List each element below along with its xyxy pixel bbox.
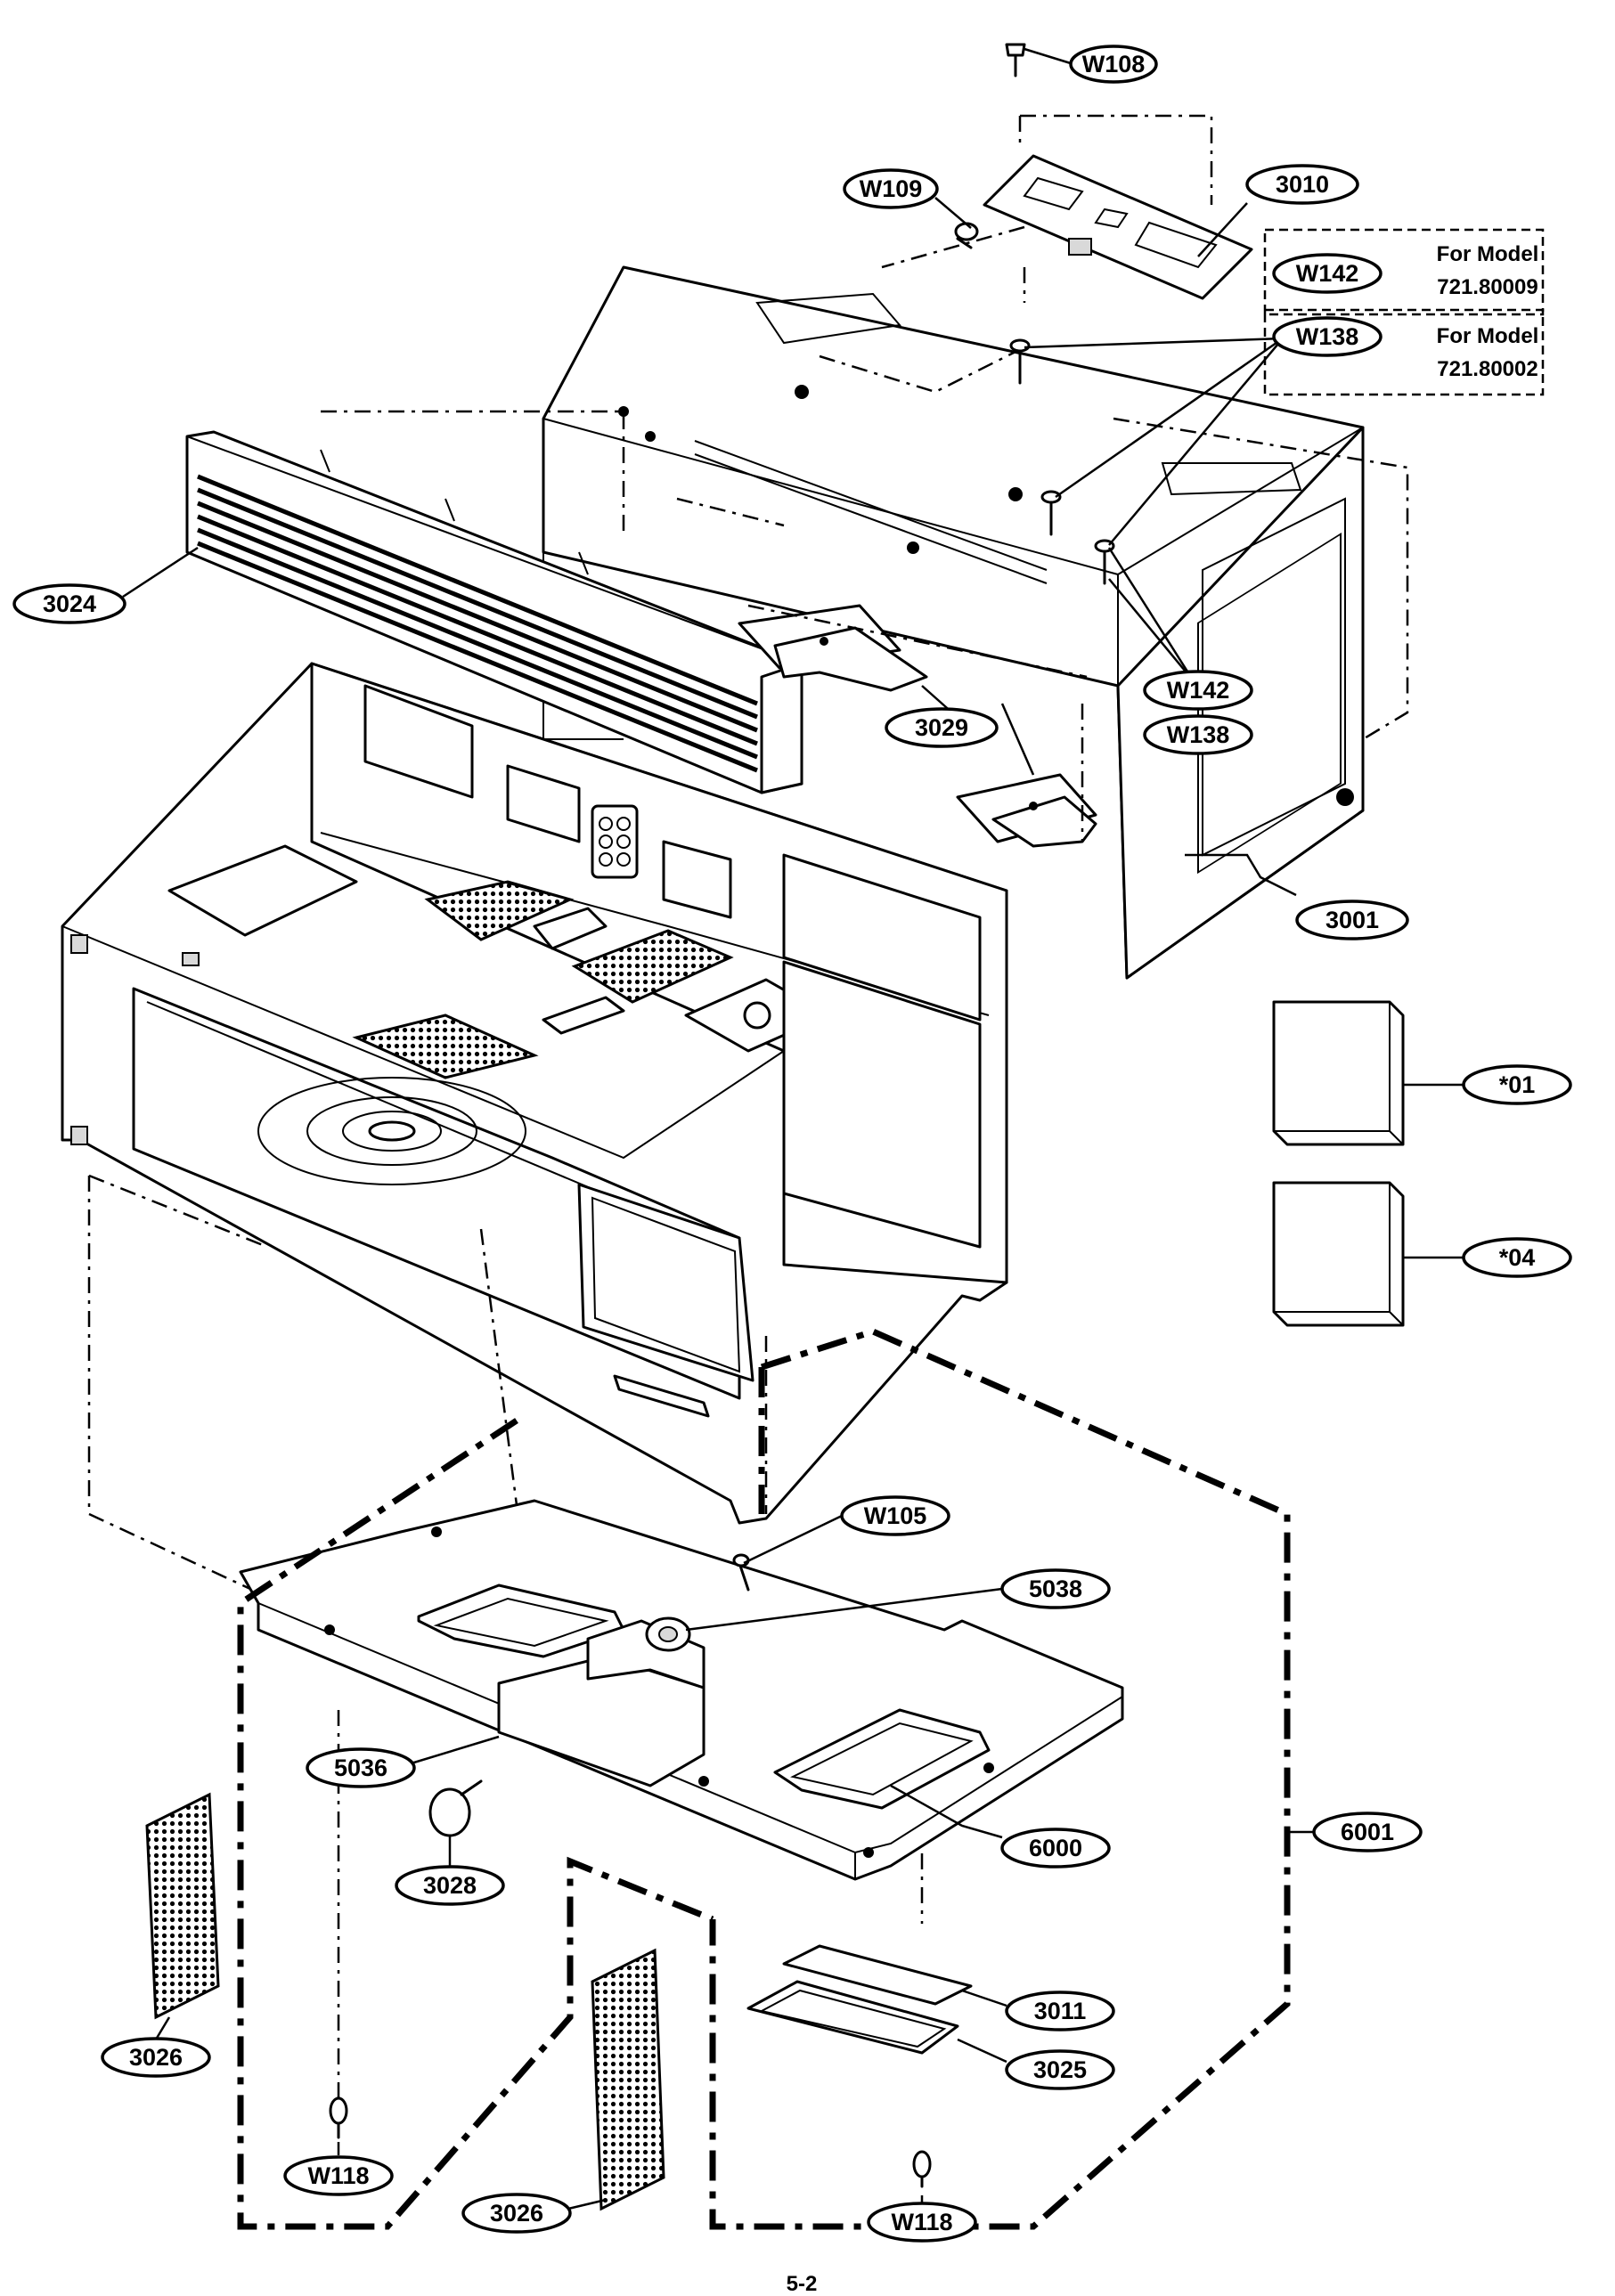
note1-line1: For Model (1437, 242, 1539, 266)
carton-04 (1272, 1181, 1405, 1327)
svg-text:3028: 3028 (423, 1872, 477, 1899)
screw-w118-left (329, 2096, 348, 2139)
svg-text:W142: W142 (1296, 260, 1359, 287)
lamp-lens-3011 (782, 1944, 973, 2006)
bracket-3029-b (956, 773, 1097, 848)
vent-grille-3024 (185, 430, 803, 794)
callout-3024: 3024 (12, 583, 126, 624)
callout-6001: 6001 (1312, 1812, 1423, 1852)
svg-text:W118: W118 (891, 2209, 952, 2235)
callout-3025: 3025 (1005, 2049, 1115, 2090)
callout-w108: W108 (1069, 45, 1158, 84)
svg-text:W138: W138 (1167, 721, 1230, 748)
callout-labels: W108 W109 3010 W142 W138 3024 W142 W138 … (12, 45, 1572, 2243)
svg-text:3011: 3011 (1034, 1998, 1087, 2024)
svg-text:5038: 5038 (1029, 1575, 1082, 1602)
cavity-chassis (61, 662, 1008, 1525)
svg-text:*01: *01 (1499, 1071, 1536, 1098)
screw-w138-a (1009, 338, 1031, 385)
screw-w138-b (1040, 490, 1062, 536)
screw-w108 (1005, 43, 1026, 77)
callout-6000: 6000 (1000, 1828, 1111, 1869)
callout-5038: 5038 (1000, 1568, 1111, 1609)
svg-text:3024: 3024 (43, 590, 96, 617)
callout-w109: W109 (843, 168, 939, 209)
svg-text:3026: 3026 (490, 2200, 543, 2227)
svg-text:3001: 3001 (1325, 907, 1379, 933)
svg-text:5036: 5036 (334, 1755, 387, 1781)
grease-filter-3026-left (145, 1792, 220, 2020)
note2-line2: 721.80002 (1437, 357, 1538, 381)
callout-04: *04 (1462, 1237, 1572, 1278)
thermostat-5038 (645, 1616, 691, 1652)
callout-3011: 3011 (1005, 1991, 1115, 2031)
callout-w138-top: W138 (1272, 316, 1383, 357)
callout-3010: 3010 (1245, 164, 1359, 205)
svg-text:W109: W109 (860, 175, 923, 202)
callout-w142-top: W142 (1272, 253, 1383, 294)
grease-filter-3026-bottom (591, 1948, 665, 2211)
svg-text:W108: W108 (1082, 51, 1146, 77)
callout-w118-left: W118 (283, 2155, 394, 2196)
svg-text:W105: W105 (864, 1502, 927, 1529)
svg-text:3025: 3025 (1033, 2056, 1087, 2083)
svg-text:3029: 3029 (915, 714, 968, 741)
lamp-cover-3025 (746, 1980, 959, 2055)
svg-text:3010: 3010 (1276, 171, 1329, 198)
lamp-3028 (428, 1779, 483, 1837)
screw-w118-bottom (912, 2150, 932, 2188)
svg-text:W142: W142 (1167, 677, 1230, 704)
screw-w109 (954, 222, 979, 249)
callout-w138-mid: W138 (1143, 714, 1253, 755)
svg-text:6000: 6000 (1029, 1835, 1082, 1861)
page-number: 5-2 (787, 2272, 818, 2296)
callout-w118-bottom: W118 (867, 2202, 977, 2243)
hardware-parts (329, 43, 1115, 2188)
callout-3001: 3001 (1295, 900, 1409, 940)
mounting-plate-3010 (983, 154, 1253, 300)
assembly-outline-6001 (237, 1328, 1291, 2230)
callout-01: *01 (1462, 1064, 1572, 1105)
note2-line1: For Model (1437, 324, 1539, 348)
callout-3026-bottom: 3026 (461, 2193, 572, 2234)
callout-w105: W105 (840, 1495, 950, 1536)
svg-text:W138: W138 (1296, 323, 1359, 350)
callout-3028: 3028 (395, 1865, 505, 1906)
svg-text:W118: W118 (307, 2162, 369, 2189)
bottom-plate-6000 (239, 1499, 1124, 1881)
callout-w142-mid: W142 (1143, 670, 1253, 711)
note1-line2: 721.80009 (1437, 275, 1538, 299)
model-note-boxes: For Model 721.80009 For Model 721.80002 (1263, 228, 1545, 396)
callout-5036: 5036 (306, 1747, 416, 1788)
svg-text:*04: *04 (1499, 1244, 1536, 1271)
svg-text:3026: 3026 (129, 2044, 183, 2071)
callout-3029: 3029 (885, 707, 999, 748)
carton-01 (1272, 1000, 1405, 1146)
svg-text:6001: 6001 (1341, 1819, 1394, 1845)
callout-3026-left: 3026 (101, 2037, 211, 2078)
